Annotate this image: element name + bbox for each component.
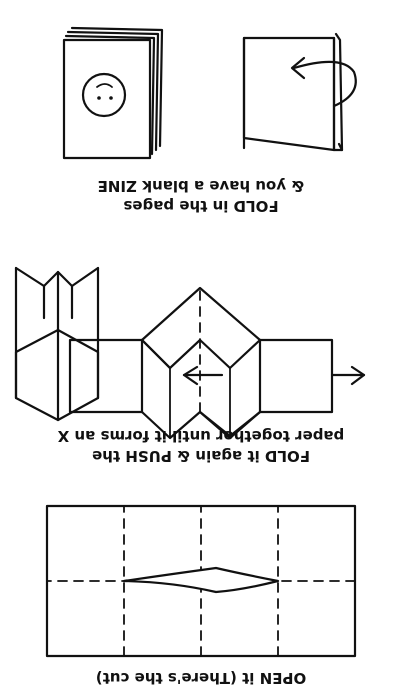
fold-pages-caption-line1: FOLD in the pages — [0, 196, 402, 216]
x-book-right-bottom — [16, 330, 58, 420]
smiley-face-icon — [83, 74, 125, 116]
x-book-illustration — [16, 268, 98, 420]
zine-cover — [64, 40, 150, 158]
smiley-right-eye — [97, 96, 101, 100]
push-together-illustration — [16, 268, 364, 438]
smiley-mouth — [97, 84, 112, 87]
top-edges — [142, 340, 260, 436]
book-spine — [336, 34, 342, 150]
zine-page-edge-1 — [66, 36, 154, 154]
fold-push-caption-line1: FOLD it again & PUSH the — [0, 446, 402, 466]
opened-sheet-illustration — [47, 506, 355, 656]
zine-page-edge-2 — [68, 32, 158, 150]
bottom-point — [142, 288, 260, 340]
fold-pages-caption-line2: & you have a blank ZINE — [0, 176, 402, 196]
smiley-left-eye — [109, 96, 113, 100]
curved-arrow — [294, 62, 356, 106]
right-panel — [70, 340, 142, 412]
book-open-back — [244, 38, 342, 150]
x-book-left-bottom — [58, 330, 98, 420]
fold-push-caption-line2: paper together until it forms an X — [0, 426, 402, 446]
diamond-folds — [142, 340, 260, 438]
left-panel — [260, 340, 332, 412]
center-cut-slit — [124, 568, 278, 592]
fold-pages-illustration — [64, 28, 356, 158]
book-open-pages — [244, 38, 334, 150]
